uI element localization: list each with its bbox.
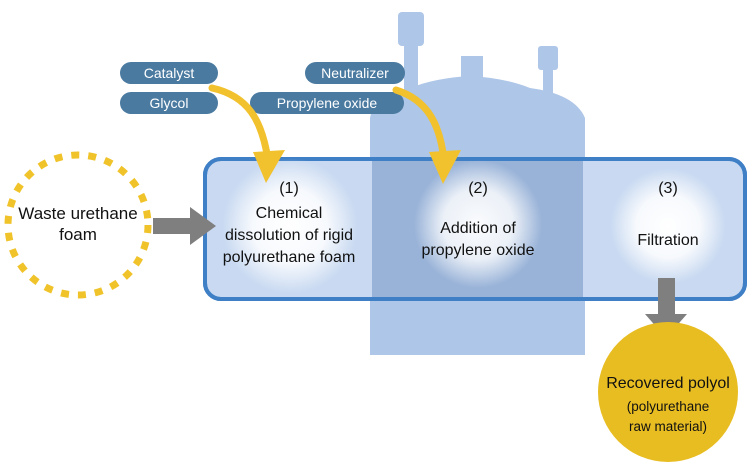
- catalyst-arrow-shaft: [208, 84, 272, 164]
- pill-neutralizer-label: Neutralizer: [321, 65, 389, 81]
- output-circle: [598, 322, 738, 462]
- vessel-left-cap: [398, 12, 424, 46]
- input-arrows: [208, 84, 461, 184]
- step-1: (1) Chemical dissolution of rigid polyur…: [223, 180, 356, 266]
- catalyst-arrowhead-icon: [253, 150, 285, 183]
- feed-arrow-shaft: [153, 218, 197, 234]
- pill-glycol: [120, 92, 218, 114]
- step1-glow: [222, 158, 358, 294]
- step1-line2: dissolution of rigid: [225, 227, 353, 244]
- pill-propylene-oxide-label: Propylene oxide: [277, 95, 378, 111]
- waste-foam-label-line1: Waste urethane: [18, 204, 137, 223]
- pill-neutralizer: [305, 62, 405, 84]
- pill-glycol-label: Glycol: [150, 95, 189, 111]
- pill-propylene-oxide: [250, 92, 404, 114]
- step1-line1: Chemical: [256, 205, 323, 222]
- step2-line1: Addition of: [440, 220, 516, 237]
- step3-line1: Filtration: [637, 232, 698, 249]
- feed-arrow: [153, 207, 216, 245]
- recovered-polyol-output: Recovered polyol (polyurethane raw mater…: [598, 322, 738, 462]
- step1-number: (1): [279, 180, 299, 197]
- step2-number: (2): [468, 180, 488, 197]
- output-label-line1: Recovered polyol: [606, 375, 730, 392]
- vessel-center-neck: [461, 56, 483, 80]
- output-arrow-shaft: [658, 278, 675, 318]
- step-3: (3) Filtration: [637, 180, 698, 249]
- waste-foam-dotted-circle: [4, 151, 152, 299]
- waste-foam-label-line2: foam: [59, 225, 97, 244]
- step1-line3: polyurethane foam: [223, 249, 356, 266]
- waste-foam-source: Waste urethane foam: [4, 151, 152, 299]
- step2-glow: [414, 160, 542, 288]
- vessel-right-pipe: [543, 66, 553, 106]
- pill-catalyst-label: Catalyst: [144, 65, 195, 81]
- step-2: (2) Addition of propylene oxide: [422, 180, 535, 259]
- feed-arrowhead-icon: [190, 207, 216, 245]
- pill-catalyst: [120, 62, 218, 84]
- propylene-arrowhead-icon: [429, 150, 461, 184]
- step3-number: (3): [658, 180, 678, 197]
- output-label-line3: raw material): [629, 419, 707, 434]
- output-label-line2: (polyurethane: [627, 399, 710, 414]
- step2-line2: propylene oxide: [422, 242, 535, 259]
- vessel-right-cap: [538, 46, 558, 70]
- step3-glow: [610, 168, 726, 284]
- input-pills: Catalyst Glycol Neutralizer Propylene ox…: [120, 62, 405, 114]
- propylene-arrow-shaft: [392, 86, 448, 164]
